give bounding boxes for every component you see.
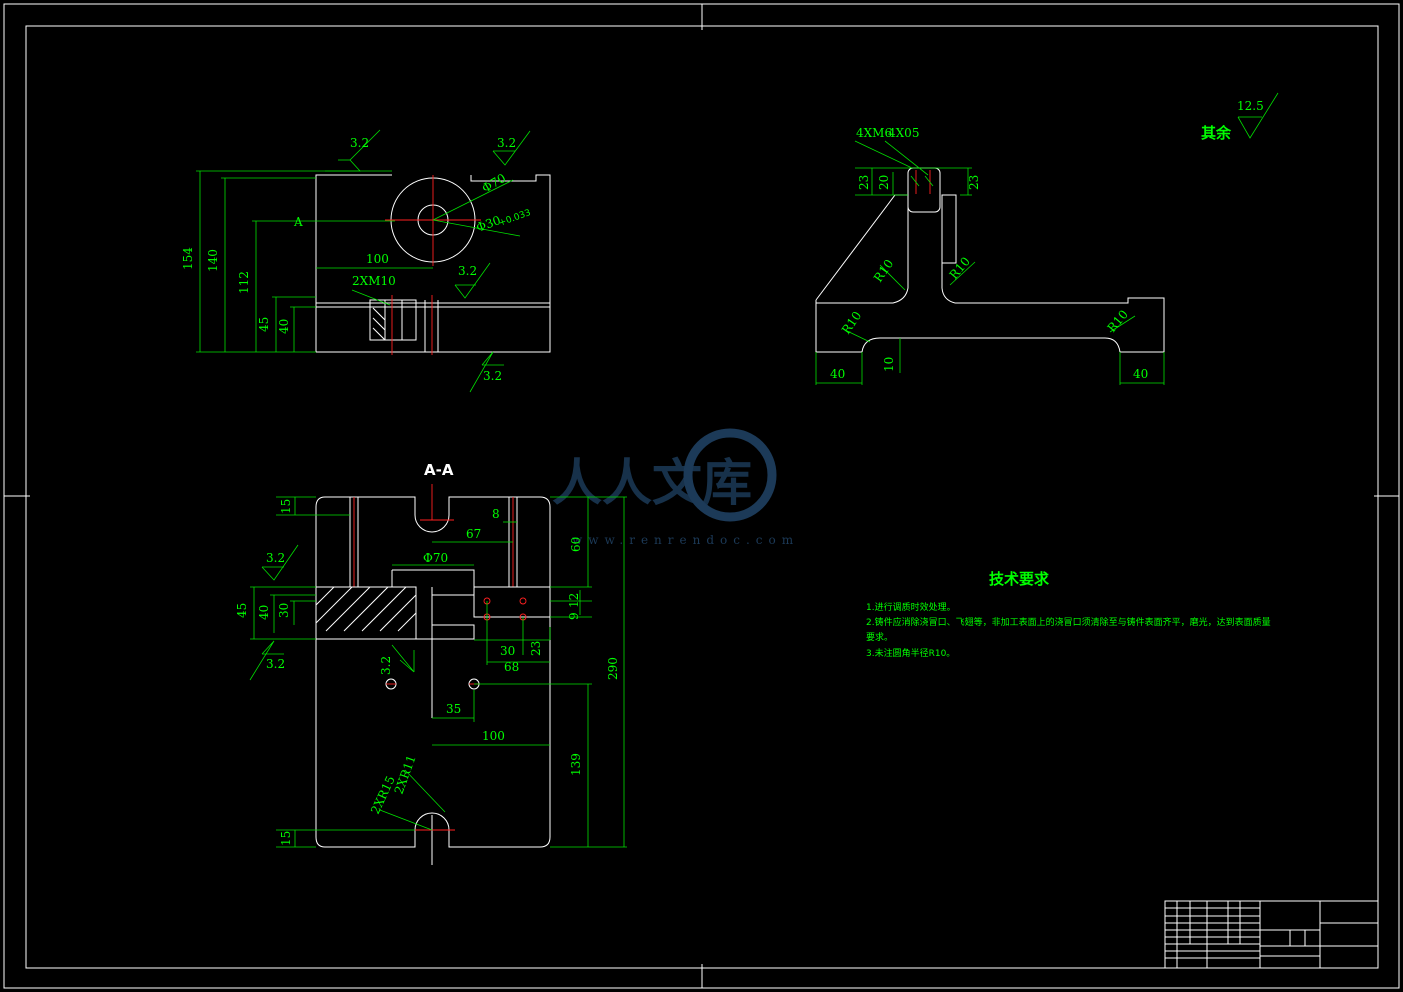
top-ra-1: 3.2 [350,136,369,150]
sec-dim-8: 8 [492,507,500,521]
dim-140: 140 [206,249,220,272]
sec-dim-67: 67 [466,527,481,541]
dim-154: 154 [181,247,195,270]
sec-ra-1: 3.2 [266,551,285,565]
watermark: 人人文库 www.renrendoc.com [552,428,799,547]
sec-dim-290: 290 [606,657,620,680]
sec-dim-35: 35 [446,702,461,716]
section-view: A-A [235,461,627,865]
dim-112: 112 [237,271,251,294]
sec-dim-23: 23 [529,641,543,656]
technical-notes: 技术要求 1.进行调质时效处理。 2.铸件应消除浇冒口、飞翅等，非加工表面上的浇… [866,570,1271,659]
watermark-text: 人人文库 [552,453,752,512]
side-dim-20: 20 [877,175,891,190]
notes-item-3: 要求。 [866,631,893,643]
roughness-other-label: 其余 [1201,124,1232,142]
sec-dim-15a: 15 [279,499,293,514]
side-r10-a: R10 [871,257,896,285]
dim-phi30-tol: +0.033 [498,208,533,229]
top-ra-3: 3.2 [458,264,477,278]
side-dim-40a: 40 [830,367,845,381]
sec-dim-2xr11: 2XR11 [392,753,419,796]
notes-item-2: 2.铸件应消除浇冒口、飞翅等，非加工表面上的浇冒口须清除至与铸件表面齐平，磨光，… [866,616,1271,628]
roughness-other: 其余 12.5 [1201,92,1279,142]
watermark-url: www.renrendoc.com [572,533,799,547]
sec-ra-2: 3.2 [266,657,285,671]
notes-item-1: 1.进行调质时效处理。 [866,601,956,613]
top-view: 3.2 3.2 3.2 3.2 A 100 2XM10 Φ70 Φ30 +0.0… [181,129,551,393]
sec-dim-15b: 15 [279,831,293,846]
sec-dim-30b: 30 [500,644,515,658]
sec-dim-60: 60 [569,537,583,552]
dim-100: 100 [366,252,389,266]
side-dim-40b: 40 [1133,367,1148,381]
dim-phi70: Φ70 [480,171,509,196]
thread-4x05: 4X05 [888,126,919,140]
sec-dim-phi70: Φ70 [423,551,448,565]
side-r10-b: R10 [947,254,973,282]
notes-title: 技术要求 [989,570,1050,588]
dim-45: 45 [257,317,271,332]
sec-dim-12: 12 [567,593,581,608]
side-dim-23b: 23 [967,175,981,190]
dim-40: 40 [277,319,291,334]
section-label: A-A [424,461,454,479]
side-dim-10: 10 [882,357,896,372]
sheet-border [3,3,1400,989]
thread-4xm6: 4XM6 [856,126,892,140]
top-ra-2: 3.2 [497,136,516,150]
sec-dim-2xr15: 2XR15 [368,774,398,817]
sec-dim-30a: 30 [277,603,291,618]
sec-dim-100: 100 [482,729,505,743]
section-mark: A [293,215,303,229]
roughness-other-value: 12.5 [1237,99,1264,113]
side-view: 4XM6 4X05 23 20 23 R10 R10 R10 R10 40 10… [815,126,1165,385]
side-dim-23a: 23 [857,175,871,190]
sec-dim-139: 139 [569,753,583,776]
notes-item-4: 3.未注圆角半径R10。 [866,647,955,659]
sec-ra-3: 3.2 [379,656,393,675]
sec-dim-45: 45 [235,603,249,618]
sec-dim-9: 9 [567,612,581,620]
dim-2xm10: 2XM10 [352,274,396,288]
top-ra-4: 3.2 [483,369,502,383]
sec-dim-68: 68 [504,660,519,674]
side-r10-c: R10 [839,309,864,337]
sec-dim-40: 40 [257,605,271,620]
title-block [1164,900,1379,969]
